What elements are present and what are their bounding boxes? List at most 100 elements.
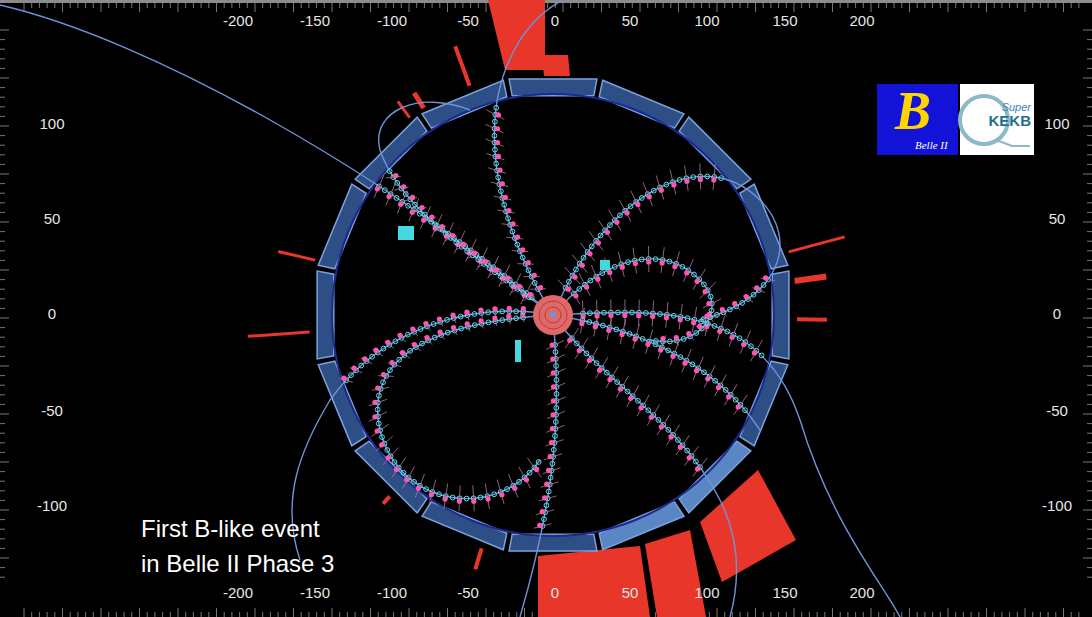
ruler-tick bbox=[239, 3, 240, 8]
top-strip bbox=[0, 0, 1092, 3]
pink-hit bbox=[351, 365, 356, 370]
pink-hit bbox=[412, 342, 417, 347]
pink-hit bbox=[587, 251, 592, 256]
ruler-tick bbox=[85, 612, 86, 617]
ruler-tick bbox=[693, 3, 694, 8]
pink-hit bbox=[668, 434, 673, 439]
hit-dot bbox=[498, 274, 503, 279]
hit-dot bbox=[653, 257, 658, 262]
hit-dot bbox=[725, 329, 730, 334]
hit-dot bbox=[636, 398, 641, 403]
hit-cluster bbox=[600, 260, 610, 270]
hit-dot bbox=[380, 435, 385, 440]
hit-dot bbox=[693, 459, 698, 464]
ruler-tick bbox=[1087, 202, 1092, 203]
hit-dot bbox=[657, 312, 662, 317]
ruler-tick bbox=[447, 608, 448, 617]
pink-hit bbox=[506, 314, 511, 319]
pink-hit bbox=[404, 477, 409, 482]
pink-hit bbox=[394, 467, 399, 472]
pink-hit bbox=[542, 495, 547, 500]
ruler-tick bbox=[208, 3, 209, 8]
hit-dot bbox=[708, 294, 713, 299]
hit-dot bbox=[737, 336, 742, 341]
ruler-tick bbox=[0, 126, 9, 127]
pink-hit bbox=[548, 454, 553, 459]
hit-dot bbox=[553, 419, 558, 424]
axis-tick-label: 0 bbox=[551, 12, 559, 29]
wire-hatch bbox=[546, 425, 564, 432]
pink-hit bbox=[393, 173, 398, 178]
axis-tick-label: 100 bbox=[694, 12, 719, 29]
wire-hatch bbox=[502, 224, 519, 226]
hit-dot bbox=[403, 192, 408, 197]
calorimeter-hit bbox=[797, 317, 827, 322]
ruler-tick bbox=[1040, 612, 1041, 617]
wire-hatch bbox=[485, 483, 489, 509]
hit-dot bbox=[574, 267, 579, 272]
ruler-tick bbox=[940, 612, 941, 617]
axis-tick-label: -100 bbox=[377, 584, 407, 601]
wire-hatch bbox=[517, 263, 533, 265]
hit-dot bbox=[527, 470, 532, 475]
ruler-tick bbox=[1055, 612, 1056, 617]
pink-hit bbox=[584, 284, 589, 289]
ruler-tick bbox=[416, 612, 417, 617]
ruler-tick bbox=[1087, 260, 1092, 261]
wire-hatch bbox=[438, 331, 444, 340]
wire-hatch bbox=[715, 375, 727, 397]
ruler-tick bbox=[0, 337, 5, 338]
hit-dot bbox=[680, 264, 685, 269]
axis-tick-label: 200 bbox=[849, 12, 874, 29]
wire-hatch bbox=[607, 315, 612, 340]
ruler-tick bbox=[0, 289, 5, 290]
ruler-tick bbox=[1083, 366, 1092, 367]
wire-hatch bbox=[693, 458, 708, 476]
calorimeter-cluster bbox=[538, 546, 650, 617]
hit-dot bbox=[492, 119, 497, 124]
ruler-tick bbox=[1087, 154, 1092, 155]
hit-dot bbox=[639, 257, 644, 262]
ruler-tick bbox=[47, 612, 48, 617]
hit-dot bbox=[515, 242, 520, 247]
wire-hatch bbox=[509, 474, 518, 497]
ecl-segment bbox=[422, 502, 507, 550]
wire-hatch bbox=[438, 317, 443, 326]
hit-dot bbox=[664, 182, 669, 187]
pink-hit bbox=[538, 285, 543, 290]
hit-dot bbox=[418, 327, 423, 332]
ruler-tick bbox=[308, 3, 309, 8]
pink-hit bbox=[596, 240, 601, 245]
hit-dot bbox=[743, 408, 748, 413]
hit-dot bbox=[692, 272, 697, 277]
ruler-tick bbox=[462, 612, 463, 617]
hit-dot bbox=[640, 336, 645, 341]
hit-dot bbox=[713, 378, 718, 383]
pink-hit bbox=[684, 179, 689, 184]
pink-hit bbox=[550, 426, 555, 431]
wire-hatch bbox=[369, 399, 387, 405]
ruler-tick bbox=[1083, 558, 1092, 559]
hit-dot bbox=[478, 495, 483, 500]
pink-hit bbox=[691, 320, 696, 325]
hit-dot bbox=[612, 264, 617, 269]
hit-dot bbox=[588, 278, 593, 283]
pink-hit bbox=[423, 321, 428, 326]
hit-dot bbox=[589, 244, 594, 249]
ruler-tick bbox=[1063, 3, 1064, 12]
ruler-tick bbox=[901, 3, 902, 8]
ruler-tick bbox=[0, 58, 5, 59]
pink-hit bbox=[573, 293, 578, 298]
ruler-tick bbox=[670, 3, 671, 8]
hit-dot bbox=[459, 326, 464, 331]
axis-tick-label: -50 bbox=[1046, 402, 1068, 419]
wire-hatch bbox=[486, 110, 504, 120]
ruler-tick bbox=[909, 3, 910, 12]
ruler-tick bbox=[747, 3, 748, 8]
hit-dot bbox=[554, 405, 559, 410]
wire-hatch bbox=[734, 395, 747, 415]
ruler-tick bbox=[201, 3, 202, 8]
wire-hatch bbox=[700, 282, 716, 298]
wire-hatch bbox=[369, 412, 387, 422]
wire-hatch bbox=[627, 385, 639, 406]
